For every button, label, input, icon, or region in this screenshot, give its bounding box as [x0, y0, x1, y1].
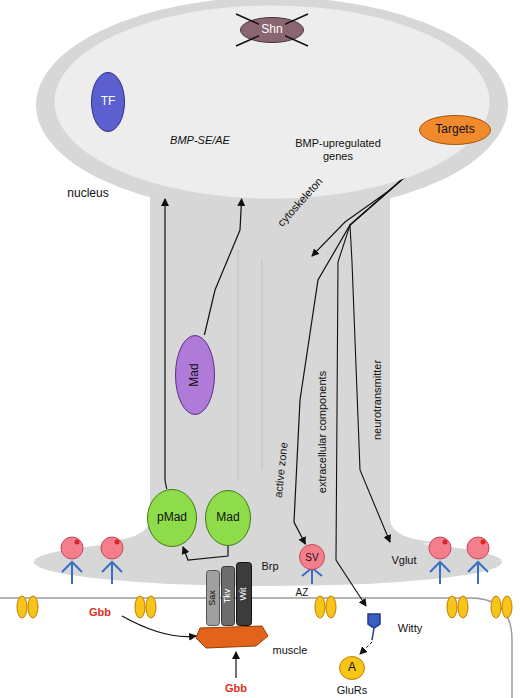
- node-text: Targets: [435, 123, 474, 136]
- synaptic-vesicles: [61, 537, 489, 584]
- node-text: nucleus: [67, 187, 108, 200]
- connector-arrow: [183, 546, 228, 560]
- repressor-ellipse: Shn: [240, 17, 304, 43]
- targets-ellipse: Targets: [419, 115, 491, 145]
- node-text: TF: [101, 95, 116, 108]
- node-shape: [148, 490, 197, 547]
- cytoskeleton-lines: [238, 250, 262, 480]
- label: BMP-upregulated genes: [288, 137, 388, 162]
- glur-ellipse: A: [339, 656, 365, 680]
- node-text: Tkv: [223, 589, 233, 604]
- target-arrows: [312, 146, 440, 606]
- node-shape: [420, 116, 491, 145]
- neuron-cell: [34, 0, 508, 586]
- label: extracellular components: [316, 369, 329, 495]
- node-text: Shn: [259, 23, 284, 36]
- node-text: pMad: [157, 511, 187, 524]
- node-shape: [300, 545, 325, 570]
- gbb-arrow: [235, 652, 236, 678]
- node-shape: [241, 18, 304, 43]
- connector-arrow: [204, 199, 241, 335]
- label: Vglut: [391, 554, 416, 567]
- nucleus-region: nucleus ShnTF: [54, 5, 490, 199]
- label: Brp: [261, 560, 278, 573]
- muscle-membrane: [0, 598, 512, 698]
- node-shape: [207, 571, 220, 626]
- gbb-arrow: [122, 616, 196, 637]
- pmad-ellipse: pMad: [147, 489, 197, 547]
- label: neurotransmitter: [371, 358, 384, 442]
- vesicle-circle: SV: [299, 544, 325, 570]
- mad-ellipse: Mad: [205, 490, 251, 546]
- receptor-bar: Sax: [206, 570, 220, 626]
- label: muscle: [273, 644, 308, 657]
- label: BMP-SE/AE: [170, 134, 230, 147]
- witty-protein: [368, 614, 380, 640]
- label: GluRs: [337, 684, 368, 697]
- mad-ellipse: Mad: [175, 335, 215, 415]
- node-text: A: [348, 661, 356, 674]
- label: Gbb: [89, 606, 111, 619]
- node-shape: [92, 73, 125, 132]
- connector-arrow: [165, 199, 167, 489]
- node-text: Wit: [239, 588, 249, 601]
- node-shape: [55, 6, 490, 199]
- node-text: SV: [305, 552, 318, 563]
- node-shape: [237, 563, 252, 626]
- node-shape: [222, 567, 235, 626]
- node-text: Sax: [208, 590, 218, 606]
- factor-ellipse: TF: [91, 72, 125, 132]
- label: AZ: [296, 587, 309, 599]
- node-shape: [206, 491, 251, 546]
- node-text: Mad: [188, 363, 201, 386]
- node-shape: [340, 657, 365, 680]
- receptor-bar: Wit: [236, 562, 252, 626]
- label: Gbb: [225, 682, 247, 695]
- node-shape: [176, 336, 215, 415]
- connector-arrow: [294, 145, 441, 544]
- witty-arrow: [360, 642, 372, 654]
- receptor-bar: Tkv: [221, 566, 235, 626]
- label: Witty: [398, 622, 422, 635]
- node-text: Mad: [216, 511, 239, 524]
- glutamate-receptors: [17, 596, 512, 618]
- receptor-base: [196, 626, 268, 648]
